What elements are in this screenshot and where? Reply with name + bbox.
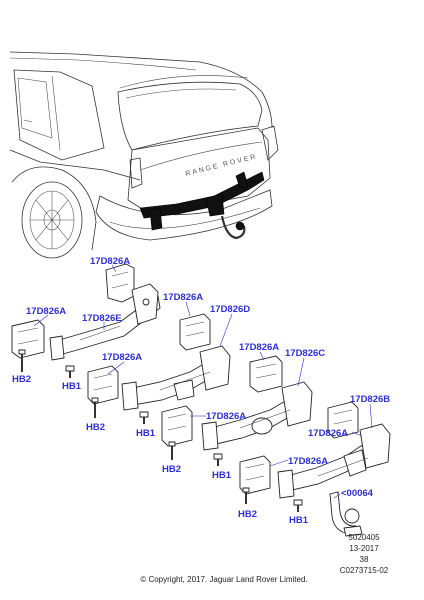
label-17d826a-8: 17D826A bbox=[288, 456, 328, 467]
label-00064: <00064 bbox=[341, 488, 374, 499]
metadata-code-4: C0273715-02 bbox=[340, 566, 389, 575]
bolt-hb2-2 bbox=[91, 397, 99, 418]
svg-text:RANGE ROVER: RANGE ROVER bbox=[185, 153, 258, 178]
bolt-hb2-4 bbox=[242, 487, 250, 504]
label-17d826a-6: 17D826A bbox=[206, 411, 246, 422]
metadata-code-2: 13-2017 bbox=[349, 544, 379, 553]
label-hb1-2: HB1 bbox=[136, 428, 156, 439]
bolt-hb2-3 bbox=[168, 441, 176, 460]
metadata-code-3: 38 bbox=[360, 555, 369, 564]
label-17d826a-5: 17D826A bbox=[239, 342, 279, 353]
label-17d826a-3: 17D826A bbox=[163, 292, 203, 303]
label-17d826b: 17D826B bbox=[350, 394, 390, 405]
label-hb1-4: HB1 bbox=[289, 515, 309, 526]
metadata-code-1: 5020405 bbox=[348, 533, 380, 542]
label-17d826a-7: 17D826A bbox=[308, 428, 348, 439]
label-hb1-3: HB1 bbox=[212, 470, 232, 481]
label-hb2-1: HB2 bbox=[12, 374, 31, 385]
tow-ball-part bbox=[329, 491, 363, 537]
bolts bbox=[18, 349, 303, 512]
upper-bracket-17d826a bbox=[105, 263, 135, 303]
label-hb2-3: HB2 bbox=[162, 464, 181, 475]
label-17d826a-2: 17D826A bbox=[26, 306, 66, 317]
bolt-hb1-2 bbox=[139, 411, 149, 424]
label-hb2-4: HB2 bbox=[238, 509, 257, 520]
leader-lines bbox=[33, 264, 373, 499]
label-17d826d: 17D826D bbox=[210, 304, 250, 315]
label-17d826e: 17D826E bbox=[82, 313, 122, 324]
vehicle-rear-illustration: RANGE ROVER bbox=[9, 51, 279, 259]
bolt-hb1-3 bbox=[213, 453, 223, 466]
tow-bar-assembly-d bbox=[87, 313, 231, 411]
bolt-hb2-1 bbox=[18, 349, 26, 372]
label-hb1-1: HB1 bbox=[62, 381, 82, 392]
bolt-hb1-1 bbox=[65, 365, 75, 378]
tow-bar-assembly-e bbox=[11, 283, 161, 361]
label-17d826a-1: 17D826A bbox=[90, 256, 130, 267]
callout-labels: 17D826A 17D826A 17D826E 17D826A 17D826D … bbox=[12, 256, 390, 526]
tow-bar-assembly-c bbox=[161, 355, 313, 451]
copyright-notice: © Copyright, 2017. Jaguar Land Rover Lim… bbox=[140, 575, 307, 584]
bolt-hb1-4 bbox=[293, 499, 303, 512]
label-17d826a-4: 17D826A bbox=[102, 352, 142, 363]
diagram-metadata: 5020405 13-2017 38 C0273715-02 © Copyrig… bbox=[140, 533, 388, 584]
tow-bar-assembly-b bbox=[239, 401, 391, 499]
label-17d826c: 17D826C bbox=[285, 348, 325, 359]
label-hb2-2: HB2 bbox=[86, 422, 105, 433]
